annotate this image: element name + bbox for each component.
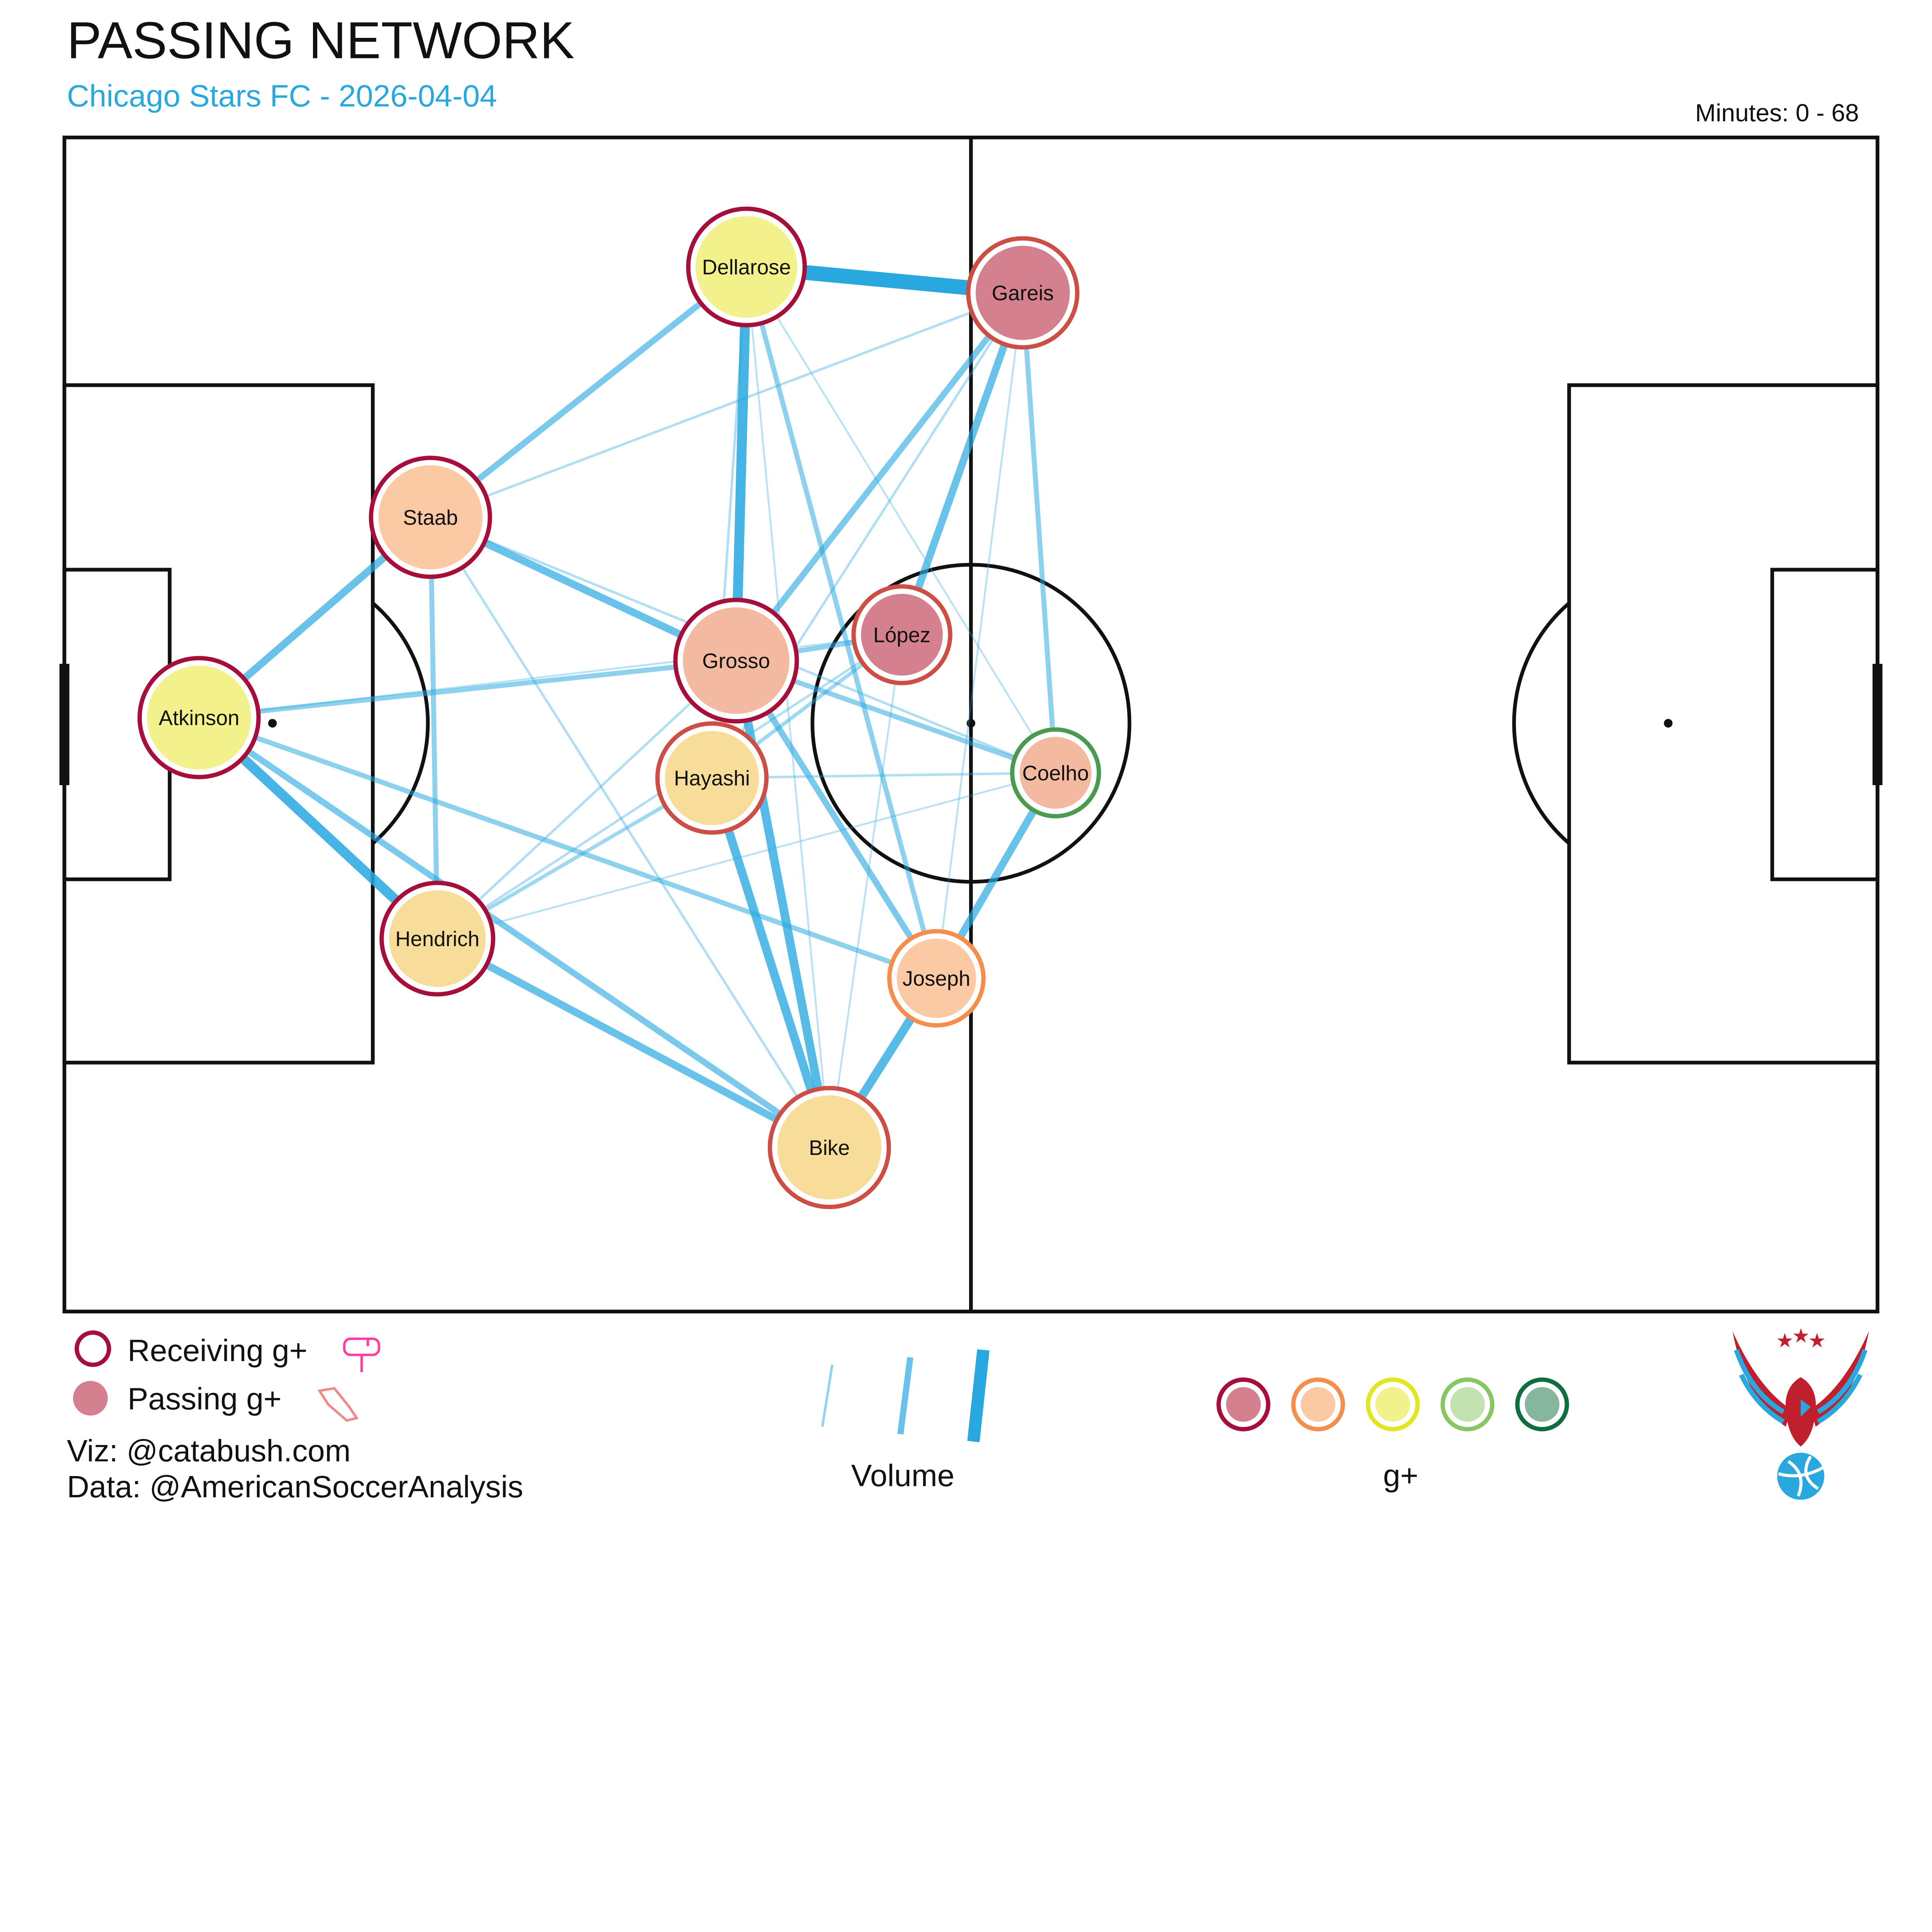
pass-link-Dellarose-Staab	[429, 264, 748, 520]
gplus-scale-fill	[1301, 1387, 1336, 1422]
pass-link-Dellarose-Bike	[745, 267, 830, 1148]
pass-link-Grosso-Hendrich	[436, 660, 737, 940]
player-node[interactable]: Bike	[767, 1086, 891, 1209]
pass-link-Atkinson-Grosso	[199, 658, 736, 720]
pass-link-Gareis-Grosso	[733, 291, 1026, 663]
pass-link-Hendrich-Bike	[435, 935, 831, 1151]
passing-fill	[665, 731, 759, 825]
pass-link-Dellarose-Joseph	[744, 266, 939, 979]
legend-gplus-label: g+	[1383, 1458, 1418, 1493]
passing-fill	[1019, 737, 1092, 809]
right-penalty-box	[1567, 383, 1879, 1065]
pass-link-Atkinson-Joseph	[198, 715, 937, 981]
eagle-logo: ★ ★ ★	[1732, 1325, 1869, 1500]
passing-fill	[976, 246, 1070, 340]
player-label: Hayashi	[674, 767, 750, 790]
svg-text:★: ★	[1808, 1330, 1826, 1352]
boot-icon	[317, 1387, 359, 1422]
player-label: Joseph	[903, 967, 971, 990]
volume-swatch	[967, 1349, 990, 1442]
center-circle	[810, 563, 1131, 884]
player-label: Dellarose	[702, 255, 791, 279]
player-label: López	[873, 623, 930, 647]
player-label: Grosso	[702, 649, 770, 673]
passing-fill	[861, 594, 943, 676]
passing-network-figure: PASSING NETWORK Chicago Stars FC - 2026-…	[59, 11, 1883, 1504]
player-node[interactable]: Dellarose	[686, 206, 807, 328]
gplus-scale-fill	[1525, 1387, 1560, 1422]
pass-link-Gareis-Staab	[430, 291, 1024, 519]
passing-fill	[389, 890, 486, 987]
passing-fill	[683, 607, 789, 714]
credit-viz: Viz: @catabush.com	[67, 1433, 350, 1468]
passing-fill	[777, 1095, 881, 1200]
player-node[interactable]: Hayashi	[655, 721, 769, 835]
player-label: Gareis	[992, 281, 1054, 305]
passing-fill	[696, 216, 798, 318]
legend-gplus-type: Receiving g+ Passing g+ Viz: @catabush.c…	[67, 1330, 523, 1504]
legend-receiving-label: Receiving g+	[128, 1333, 307, 1367]
player-node[interactable]: Atkinson	[137, 656, 261, 779]
player-node[interactable]: Coelho	[1010, 727, 1101, 818]
right-six-yard-box	[1770, 568, 1879, 881]
pass-link-Gareis-López	[898, 291, 1026, 636]
pass-link-Dellarose-Grosso	[731, 267, 752, 661]
gplus-scale-fill	[1226, 1387, 1261, 1422]
passing-fill	[147, 665, 251, 770]
right-penalty-arc	[1512, 602, 1571, 845]
pass-link-Dellarose-Coelho	[745, 266, 1056, 774]
left-penalty-arc	[371, 602, 430, 845]
player-node[interactable]: Hendrich	[379, 881, 495, 997]
pitch	[59, 135, 1883, 1314]
player-node[interactable]: Gareis	[966, 236, 1080, 350]
player-label: Staab	[403, 506, 458, 529]
player-label: Bike	[809, 1136, 850, 1160]
page-title: PASSING NETWORK	[67, 11, 575, 70]
player-node[interactable]: López	[851, 584, 952, 685]
pass-link-Hayashi-Bike	[707, 777, 834, 1149]
pass-link-López-Bike	[828, 634, 903, 1148]
legend-volume-label: Volume	[851, 1458, 954, 1493]
pass-link-Gareis-Coelho	[1020, 293, 1058, 773]
passing-fill	[896, 939, 976, 1018]
credit-data: Data: @AmericanSoccerAnalysis	[67, 1469, 523, 1504]
pass-link-Hendrich-Coelho	[437, 772, 1056, 940]
player-node[interactable]: Grosso	[673, 598, 799, 724]
legend-passing-label: Passing g+	[128, 1381, 282, 1416]
minutes-label: Minutes: 0 - 68	[1695, 99, 1859, 127]
receiving-ring-swatch	[75, 1330, 111, 1367]
volume-swatch	[897, 1357, 913, 1435]
player-node[interactable]: Staab	[369, 456, 492, 579]
player-label: Atkinson	[159, 706, 240, 730]
right-penalty-spot	[1664, 719, 1673, 728]
player-node[interactable]: Joseph	[887, 929, 986, 1028]
passing-fill	[378, 465, 483, 570]
pass-link-Staab-Hendrich	[428, 517, 440, 939]
gplus-scale-fill	[1375, 1387, 1410, 1422]
pass-link-Gareis-Joseph	[935, 293, 1024, 979]
legend-volume: Volume	[821, 1349, 990, 1493]
subtitle: Chicago Stars FC - 2026-04-04	[67, 78, 497, 113]
left-penalty-spot	[268, 719, 277, 728]
player-label: Hendrich	[395, 927, 480, 951]
volume-swatch	[821, 1364, 834, 1427]
mailbox-icon	[343, 1337, 380, 1372]
svg-text:★: ★	[1776, 1330, 1794, 1352]
gplus-scale-fill	[1450, 1387, 1485, 1422]
pass-link-Atkinson-Bike	[197, 715, 831, 1150]
legend-gplus-scale: g+	[1216, 1377, 1569, 1493]
center-spot	[966, 719, 976, 728]
player-label: Coelho	[1022, 761, 1089, 785]
pass-link-Staab-Bike	[429, 517, 831, 1148]
passing-fill-swatch	[73, 1381, 108, 1416]
pass-link-Hayashi-Coelho	[712, 771, 1056, 779]
svg-text:★: ★	[1792, 1325, 1810, 1347]
